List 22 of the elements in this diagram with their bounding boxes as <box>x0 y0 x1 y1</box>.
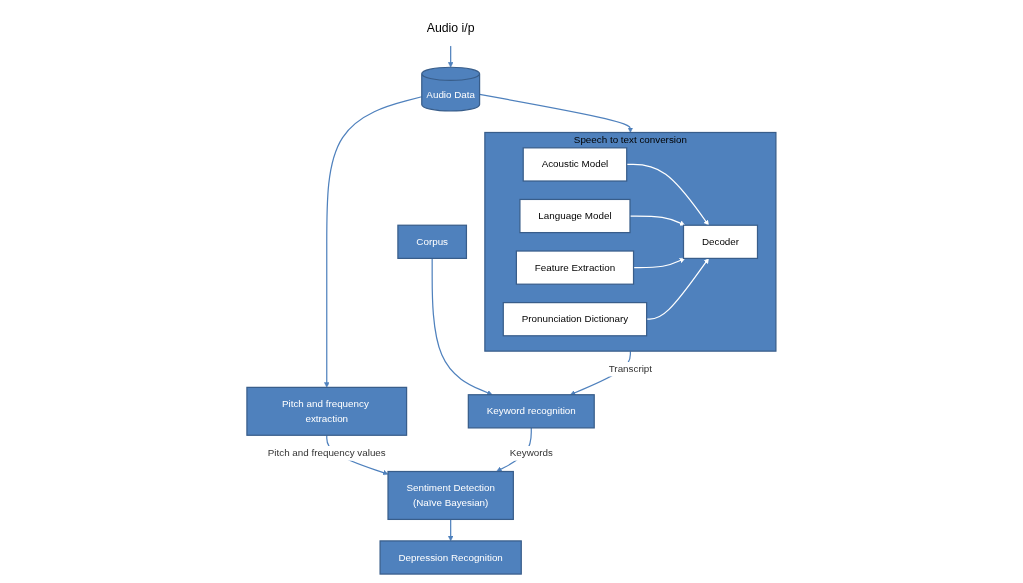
node-box: Corpus <box>397 224 468 259</box>
arrow <box>431 257 493 396</box>
node-box: Acoustic Model <box>522 147 628 182</box>
node-box: Language Model <box>519 198 631 234</box>
node-box: Depression Recognition <box>379 540 522 575</box>
node-box: Pitch and frequency extraction <box>246 386 408 436</box>
node-box: Keyword recognition <box>467 394 595 429</box>
arrow <box>324 96 423 388</box>
arrow <box>646 258 709 320</box>
node-box: Decoder <box>682 224 759 259</box>
node-box: Feature Extraction <box>515 250 635 285</box>
node-box: Pronunciation Dictionary <box>502 302 648 337</box>
edge-label: Transcript <box>608 363 653 375</box>
node-box: Sentiment Detection (Naïve Bayesian) <box>387 470 515 521</box>
arrow <box>479 93 634 133</box>
node-text: Audio i/p <box>426 20 475 35</box>
edge-label: Keywords <box>509 447 553 459</box>
edge-label: Pitch and frequency values <box>267 447 386 459</box>
arrow <box>633 258 686 269</box>
arrow <box>448 45 454 68</box>
arrow <box>626 163 709 226</box>
arrow <box>448 518 454 542</box>
